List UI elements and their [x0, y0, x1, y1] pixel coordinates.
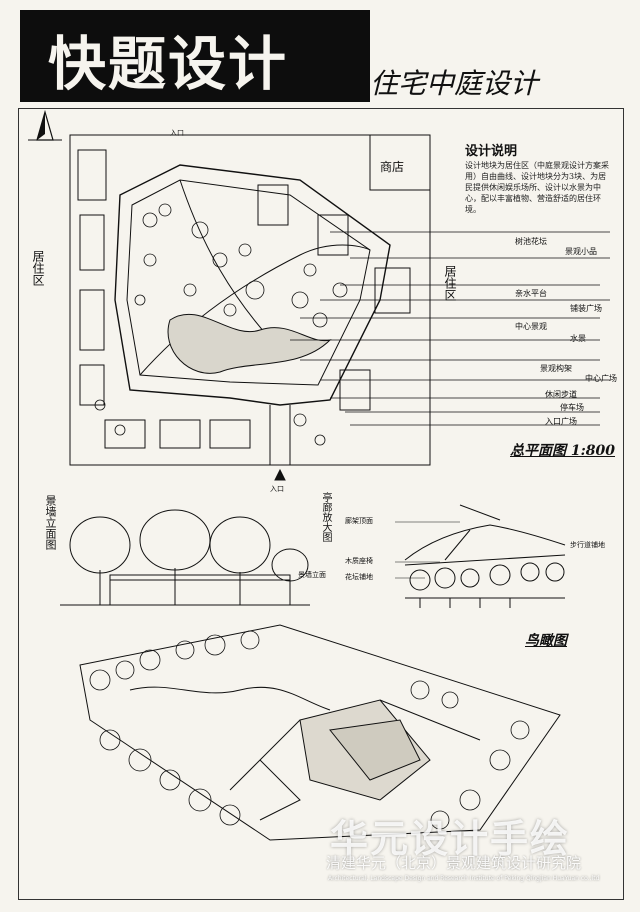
pavilion-label-4: 步行道铺地	[570, 541, 605, 549]
plan-trees	[94, 203, 348, 446]
callout-10: 停车场	[560, 403, 584, 412]
elevation-drawing	[60, 509, 310, 606]
pavilion-label-1: 廊架顶面	[345, 517, 373, 525]
callout-9: 休闲步道	[545, 390, 577, 399]
callout-11: 入口广场	[545, 417, 577, 426]
entrance-top-label: 入口	[170, 129, 184, 137]
birds-eye-title: 鸟瞰图	[525, 633, 567, 649]
title-banner: 快题设计	[20, 10, 370, 102]
callout-8: 中心广场	[585, 374, 617, 383]
callout-5: 中心景观	[515, 322, 547, 331]
drawing-frame	[18, 108, 624, 900]
callout-7: 景观构架	[540, 364, 572, 373]
callout-3: 亲水平台	[515, 289, 547, 298]
north-arrow-icon	[28, 109, 62, 141]
pavilion-detail	[404, 504, 566, 608]
watermark-sub: 清建华元（北京）景观建筑设计研究院	[326, 854, 582, 872]
pavilion-title: 亭廊放大图	[320, 492, 331, 542]
callout-4: 铺装广场	[570, 304, 602, 313]
callout-6: 水景	[570, 334, 586, 343]
pavilion-label-2: 木质座椅	[345, 557, 373, 565]
plan-scale-title: 总平面图 1:800	[510, 443, 616, 459]
callout-1: 树池花坛	[515, 237, 547, 246]
callout-2: 景观小品	[565, 247, 597, 256]
site-plan	[69, 134, 431, 481]
detail-leaders	[395, 521, 460, 579]
birds-eye-trees	[89, 630, 530, 830]
residential-left-label: 居住区	[31, 250, 45, 286]
elevation-note: 景墙立面	[298, 571, 326, 579]
shop-label: 商店	[380, 160, 405, 174]
description-body: 设计地块为居住区（中庭景观设计方案采用）自由曲线、设计地块分为3块、为居民提供休…	[465, 161, 609, 214]
elevation-title: 景墙立面图	[44, 495, 57, 550]
birds-eye-drawing	[79, 624, 561, 841]
callout-lines	[290, 231, 610, 426]
description-heading: 设计说明	[465, 144, 518, 159]
entrance-bottom-label: 入口	[270, 485, 284, 493]
residential-right-label: 居住区	[443, 265, 457, 301]
pavilion-label-3: 花坛铺地	[345, 573, 373, 581]
page-subtitle: 住宅中庭设计	[370, 67, 539, 100]
watermark-en: Architectural, Landscape Design and Rese…	[328, 875, 600, 882]
watermark-main: 华元设计手绘	[330, 817, 571, 861]
page-title: 快题设计	[48, 30, 289, 98]
